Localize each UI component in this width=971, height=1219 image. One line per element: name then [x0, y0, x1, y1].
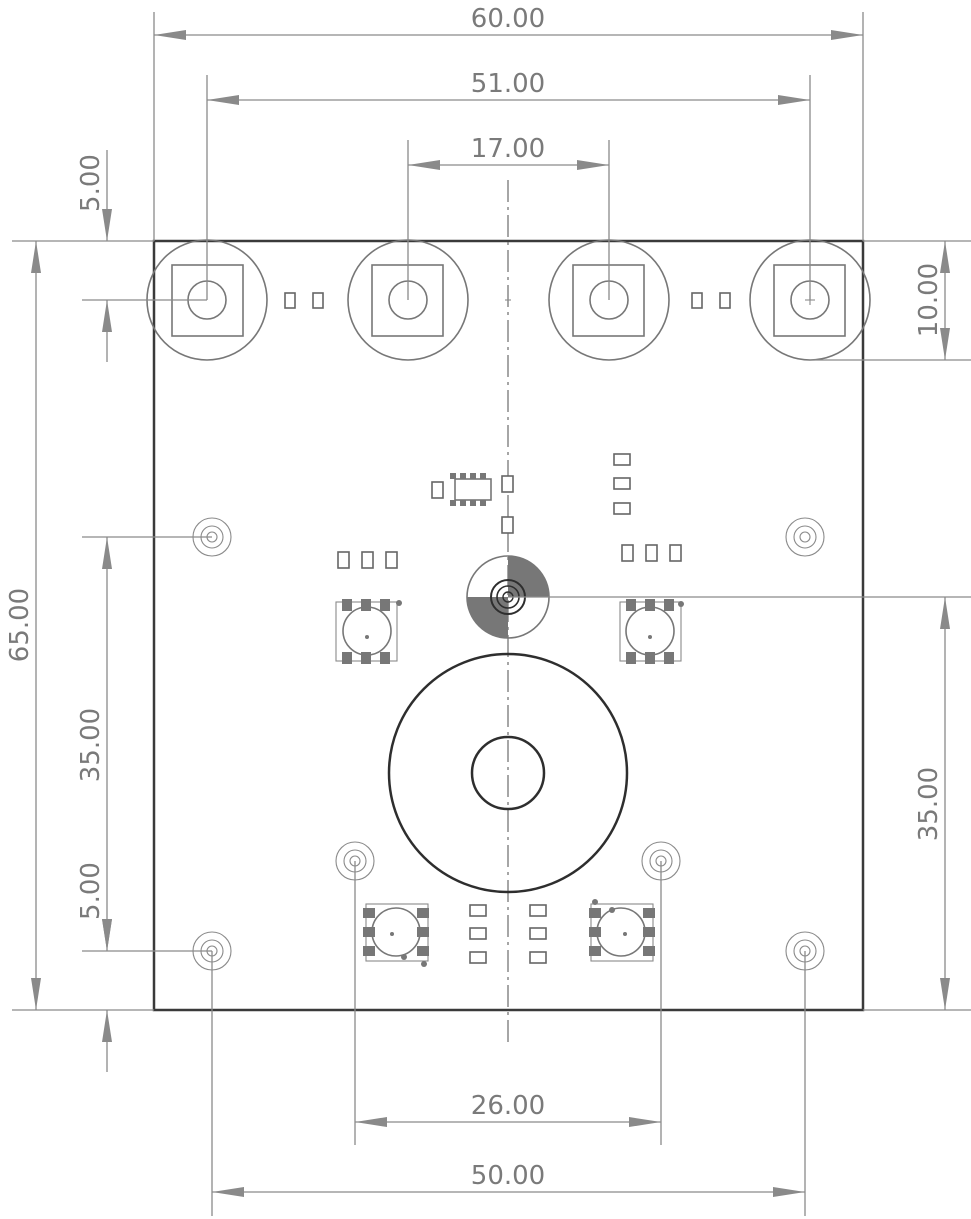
- led-upper-right: [619, 599, 684, 664]
- smd-caps-lower: [469, 904, 547, 964]
- dim-label-overall-width: 60.00: [471, 4, 545, 34]
- dim-mount-hole-span: 50.00: [212, 1161, 805, 1197]
- dim-label-encoder-row-height: 10.00: [914, 263, 944, 337]
- mount-hole-upper-right: [785, 517, 825, 557]
- dim-label-encoder-outer-span: 51.00: [471, 69, 545, 99]
- led-lower-left: [363, 903, 429, 967]
- led-lower-right: [589, 899, 655, 962]
- large-knob: [387, 652, 629, 894]
- dim-label-button-hole-span: 26.00: [471, 1091, 545, 1121]
- dim-overall-width: 60.00: [154, 4, 863, 40]
- dim-top-margin: 5.00: [76, 150, 112, 362]
- dim-label-center-to-bottom: 35.00: [914, 767, 944, 841]
- dim-label-bottom-margin: 5.00: [76, 862, 106, 920]
- smd-pads-top-right: [691, 292, 731, 309]
- dim-encoder-row-height: 10.00: [914, 241, 950, 360]
- dim-label-encoder-inner-span: 17.00: [471, 134, 545, 164]
- dim-label-top-margin: 5.00: [76, 154, 106, 212]
- ic-soic-8: [450, 473, 492, 506]
- dim-label-overall-height: 65.00: [5, 588, 35, 662]
- dim-bottom-margin: 5.00: [76, 862, 112, 1072]
- smd-pads-top-left: [284, 292, 324, 309]
- center-origin-marker: [466, 555, 550, 639]
- dim-encoder-inner-span: 17.00: [408, 134, 609, 170]
- board-outline: [152, 239, 865, 1012]
- dim-center-to-bottom: 35.00: [914, 597, 950, 1010]
- smd-caps-middle: [337, 453, 682, 569]
- dim-button-hole-span: 26.00: [355, 1091, 661, 1127]
- dim-label-mount-hole-span: 50.00: [471, 1161, 545, 1191]
- dim-encoder-outer-span: 51.00: [207, 69, 810, 105]
- dim-label-mount-hole-vertical-left: 35.00: [76, 708, 106, 782]
- led-upper-left: [335, 599, 402, 664]
- dim-overall-height: 65.00: [5, 241, 41, 1010]
